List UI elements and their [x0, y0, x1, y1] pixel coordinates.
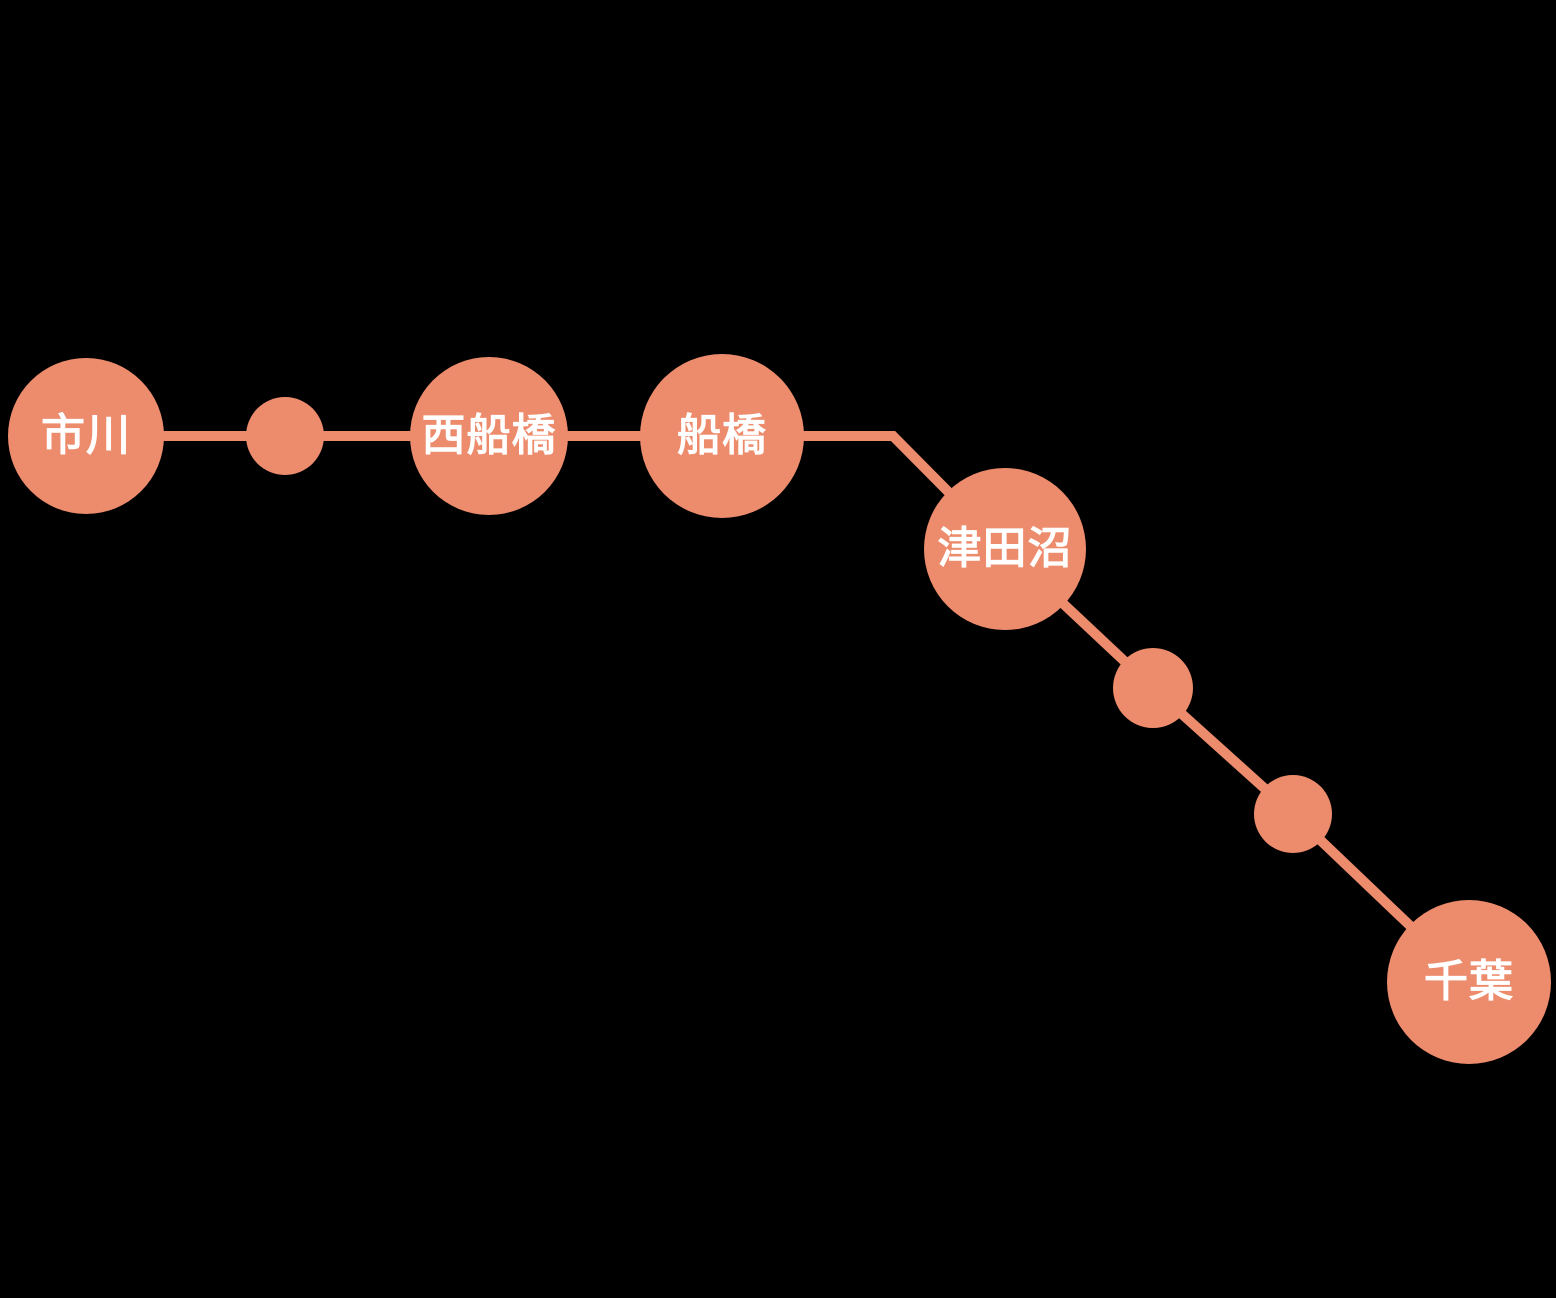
station-label-nishi-funabashi: 西船橋 — [421, 410, 557, 461]
station-node-tsudanuma: 津田沼 — [924, 468, 1086, 630]
route-line — [86, 431, 1473, 986]
station-node-minor-stop-3 — [1254, 775, 1332, 853]
station-label-funabashi: 船橋 — [677, 410, 767, 461]
station-label-ichikawa: 市川 — [41, 410, 131, 461]
station-node-nishi-funabashi: 西船橋 — [410, 357, 568, 515]
station-node-minor-stop-2 — [1113, 648, 1193, 728]
station-label-chiba: 千葉 — [1424, 956, 1514, 1007]
station-node-funabashi: 船橋 — [640, 354, 804, 518]
station-node-minor-stop-1 — [246, 397, 324, 475]
station-node-ichikawa: 市川 — [8, 358, 164, 514]
station-node-chiba: 千葉 — [1387, 900, 1551, 1064]
station-label-tsudanuma: 津田沼 — [937, 523, 1073, 574]
